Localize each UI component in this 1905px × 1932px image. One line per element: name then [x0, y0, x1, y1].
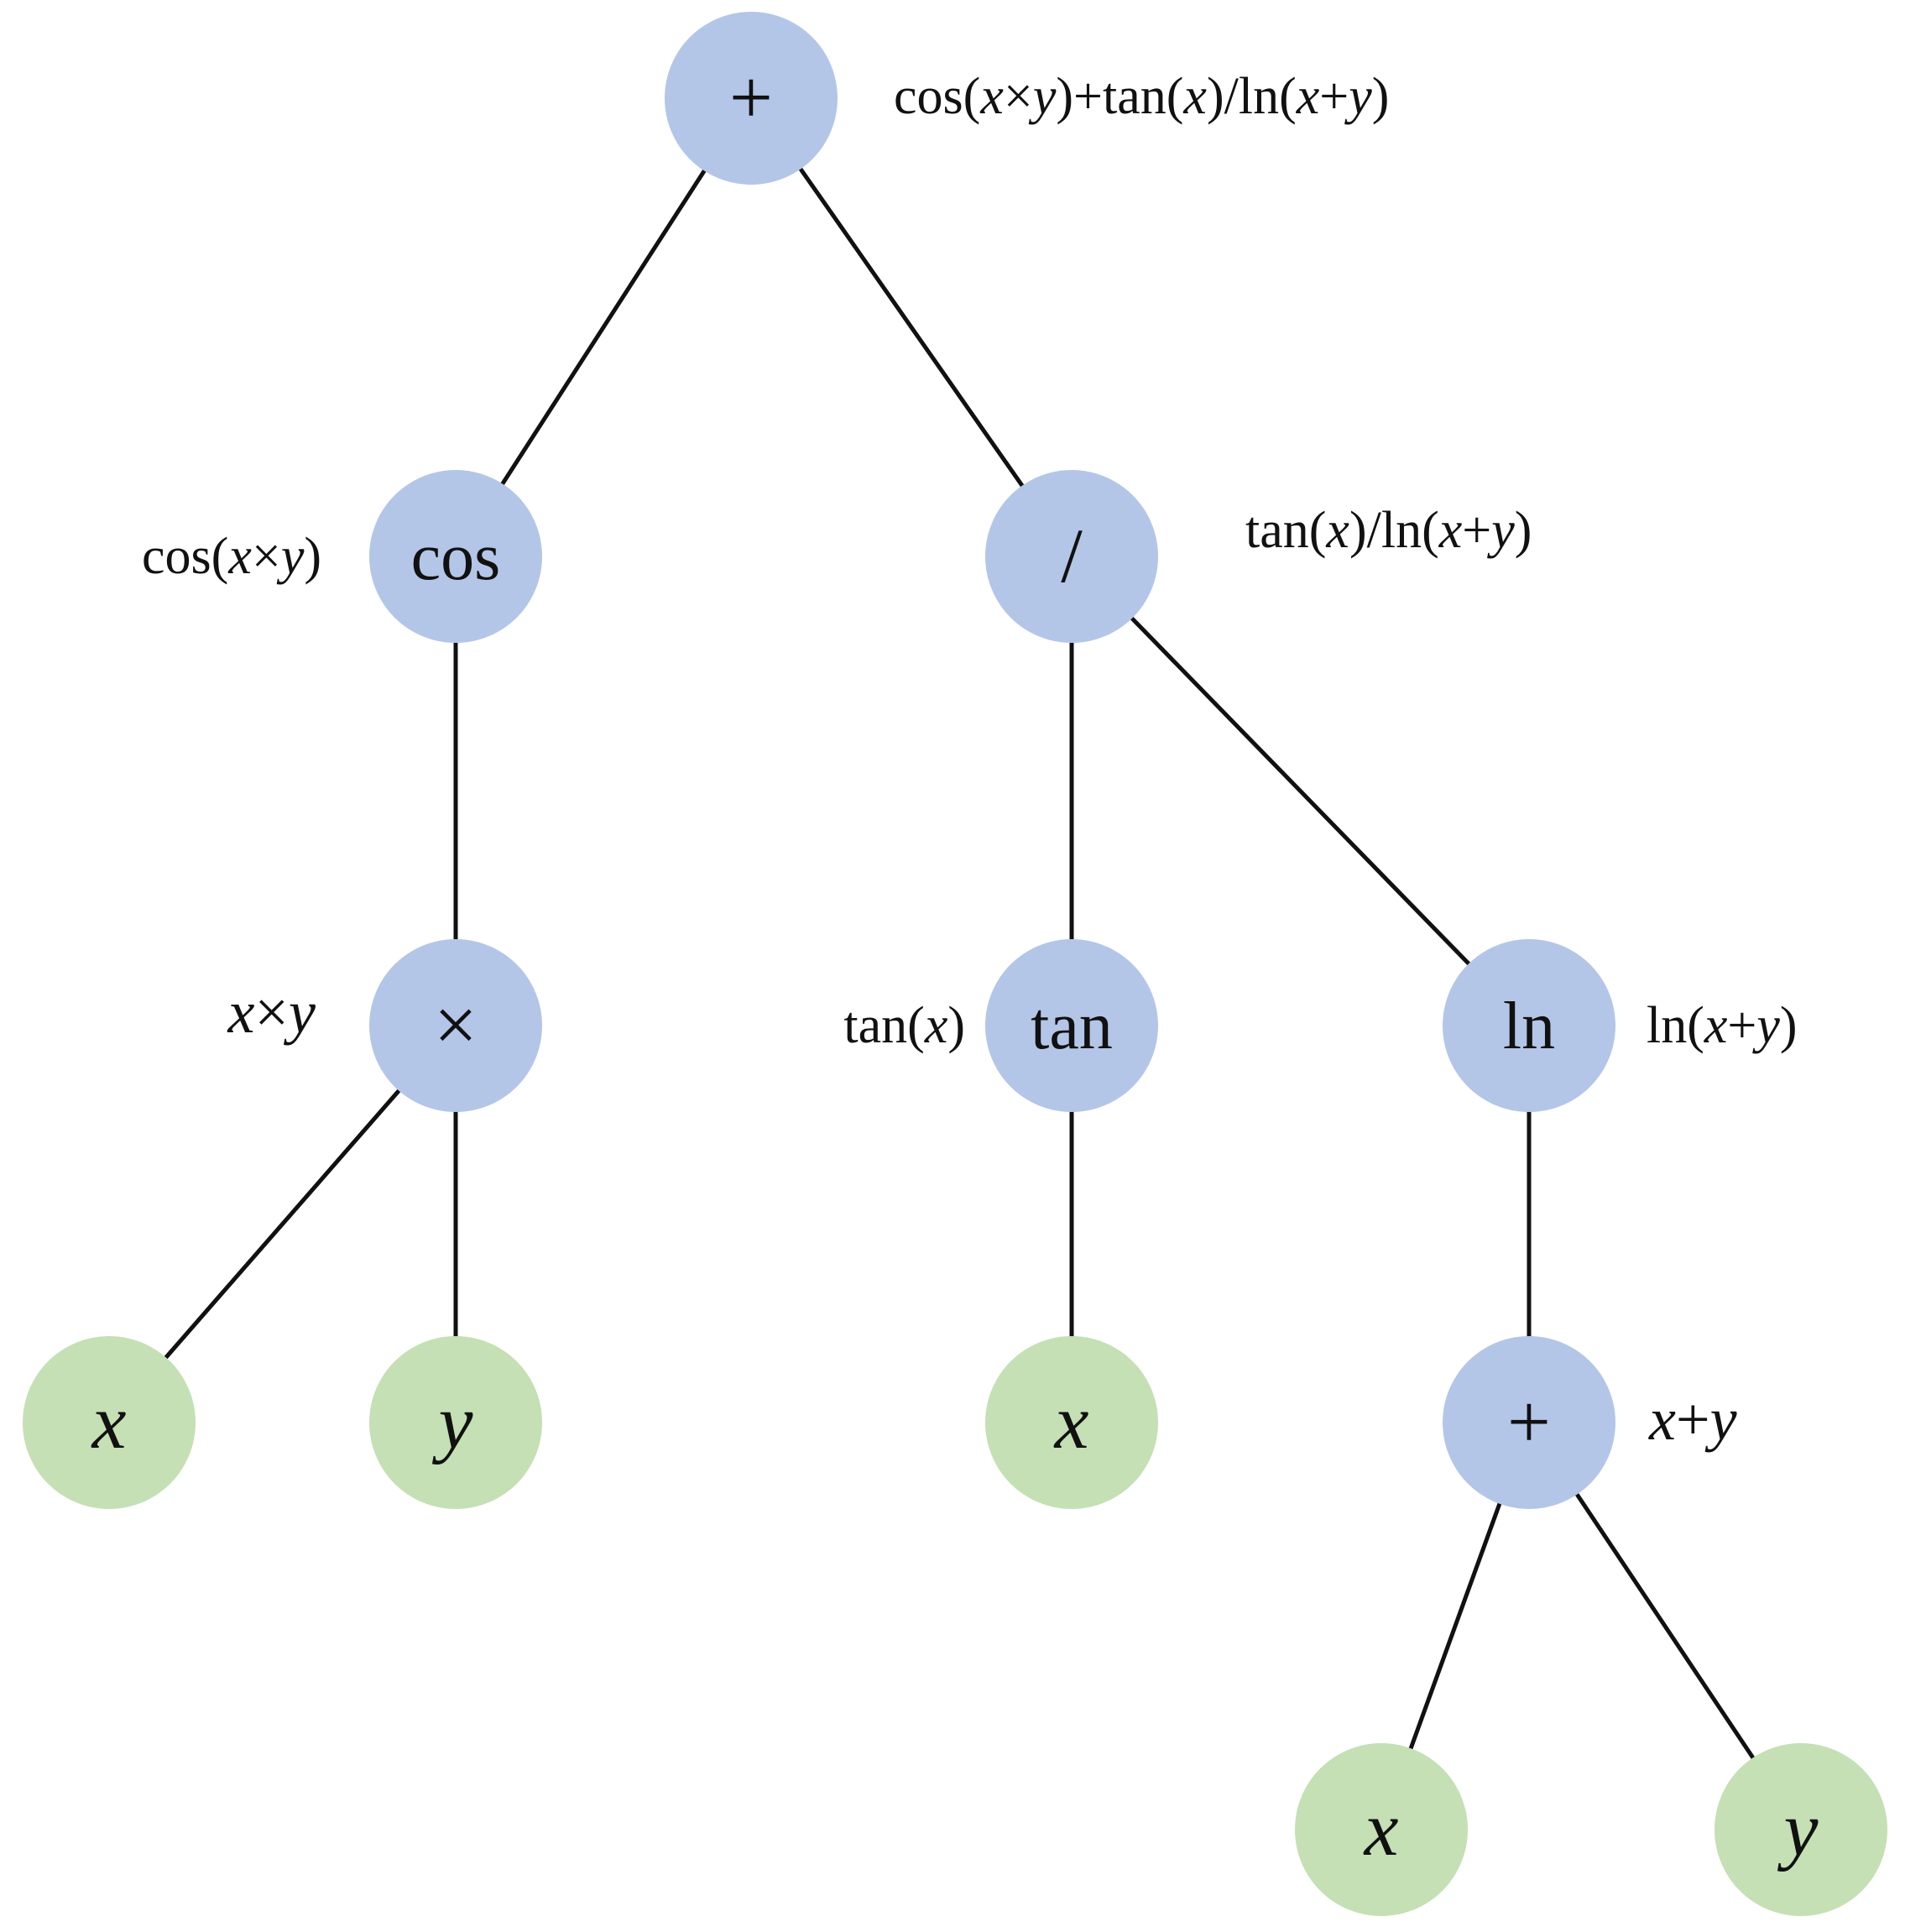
node-label: /	[1061, 513, 1083, 598]
edge-plus-to-plus_y	[1574, 1491, 1756, 1761]
operator-node-root: +	[665, 12, 838, 185]
annotation-mul: x×y	[227, 979, 316, 1046]
annotation-root: cos(x×y)+tan(x)/ln(x+y)	[894, 68, 1389, 125]
node-circle	[1714, 1743, 1887, 1916]
tree-edges	[163, 166, 1756, 1761]
node-label: y	[1777, 1786, 1819, 1872]
node-label: x	[1363, 1786, 1399, 1872]
edge-root-to-div	[797, 166, 1026, 488]
node-label: cos	[411, 520, 501, 594]
node-circle	[23, 1336, 196, 1509]
node-label: +	[1507, 1379, 1551, 1465]
edge-div-to-ln	[1129, 615, 1472, 967]
annotation-tan: tan(x)	[843, 997, 965, 1054]
variable-node-plus_y: y	[1714, 1743, 1887, 1916]
variable-node-tan_x: x	[985, 1336, 1158, 1509]
operator-node-plus: +	[1443, 1336, 1615, 1509]
node-circle	[1295, 1743, 1468, 1916]
variable-node-mul_y: y	[369, 1336, 542, 1509]
annotation-ln: ln(x+y)	[1647, 997, 1798, 1054]
tree-nodes: + cos / × tan ln x y x + x y	[23, 12, 1887, 1916]
node-label: ×	[434, 982, 478, 1068]
annotation-plus: x+y	[1648, 1386, 1737, 1453]
edge-plus-to-plus_x	[1408, 1501, 1502, 1751]
edge-mul-to-mul_x	[163, 1088, 402, 1360]
node-label: x	[1053, 1379, 1089, 1465]
operator-node-tan: tan	[985, 939, 1158, 1112]
node-label: +	[729, 55, 773, 140]
annotation-div: tan(x)/ln(x+y)	[1245, 502, 1532, 559]
node-circle	[369, 1336, 542, 1509]
variable-node-plus_x: x	[1295, 1743, 1468, 1916]
node-label: x	[91, 1379, 127, 1465]
node-annotations: cos(x×y)+tan(x)/ln(x+y)cos(x×y)tan(x)/ln…	[142, 68, 1798, 1453]
node-circle	[369, 939, 542, 1112]
node-label: ln	[1503, 989, 1555, 1063]
operator-node-div: /	[985, 470, 1158, 643]
node-label: y	[432, 1379, 473, 1465]
edge-root-to-cos	[499, 168, 707, 487]
operator-node-cos: cos	[369, 470, 542, 643]
variable-node-mul_x: x	[23, 1336, 196, 1509]
node-circle	[985, 939, 1158, 1112]
node-circle	[985, 470, 1158, 643]
annotation-cos: cos(x×y)	[142, 528, 321, 585]
node-circle	[1443, 939, 1615, 1112]
node-circle	[369, 470, 542, 643]
node-label: tan	[1031, 989, 1113, 1063]
node-circle	[985, 1336, 1158, 1509]
node-circle	[1443, 1336, 1615, 1509]
node-circle	[665, 12, 838, 185]
operator-node-ln: ln	[1443, 939, 1615, 1112]
operator-node-mul: ×	[369, 939, 542, 1112]
